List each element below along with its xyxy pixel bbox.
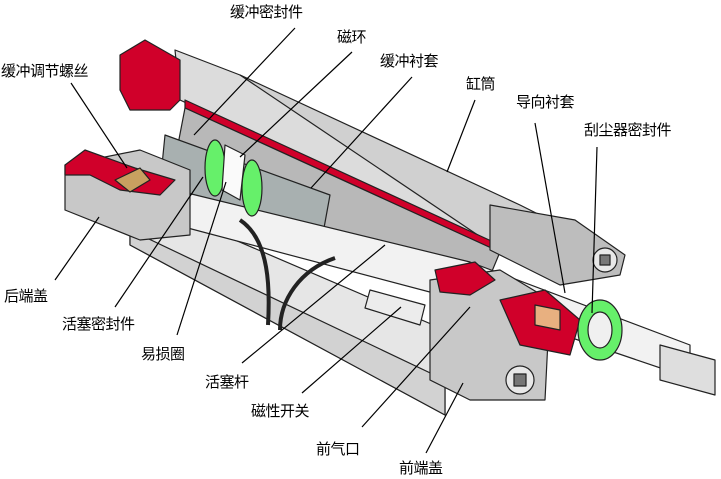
guide-bushing bbox=[534, 304, 561, 331]
leader-cushion-screw bbox=[70, 82, 128, 169]
rear-cap-upper bbox=[119, 39, 181, 111]
rod-thread bbox=[659, 344, 716, 396]
label-magnet-ring: 磁环 bbox=[337, 28, 367, 46]
leader-magnetic-switch bbox=[301, 306, 402, 394]
leader-magnet-ring bbox=[239, 51, 353, 158]
label-wiper-seal: 刮尘器密封件 bbox=[584, 121, 672, 139]
label-magnetic-switch: 磁性开关 bbox=[251, 402, 310, 420]
rod-end bbox=[587, 311, 613, 349]
label-front-end-cap: 前端盖 bbox=[399, 459, 443, 477]
leader-rear-cap bbox=[54, 216, 100, 281]
leader-cushion-bushing bbox=[310, 76, 413, 189]
label-front-port: 前气口 bbox=[316, 440, 360, 458]
wear-ring bbox=[221, 144, 246, 201]
magnet-ring bbox=[241, 159, 263, 217]
barrel-front-block bbox=[489, 204, 626, 286]
front-cap-section bbox=[434, 261, 496, 296]
cushion-screw bbox=[114, 167, 151, 193]
label-piston-rod: 活塞杆 bbox=[205, 373, 249, 391]
leader-lines bbox=[54, 27, 598, 454]
label-cylinder-barrel: 缸筒 bbox=[466, 75, 496, 93]
magnetic-switch bbox=[364, 289, 426, 326]
switch-cable bbox=[238, 218, 271, 326]
label-cushion-seal: 缓冲密封件 bbox=[230, 3, 303, 21]
leader-front-cap bbox=[425, 382, 464, 454]
label-cushion-bushing: 缓冲衬套 bbox=[380, 52, 439, 70]
switch-cable-2 bbox=[278, 256, 336, 331]
label-wear-ring: 易损圈 bbox=[141, 345, 185, 363]
leader-cushion-seal bbox=[193, 27, 296, 136]
label-rear-end-cap: 后端盖 bbox=[4, 287, 48, 305]
leader-piston-rod bbox=[241, 244, 386, 364]
label-guide-bushing: 导向衬套 bbox=[516, 93, 575, 111]
leader-guide-bushing bbox=[534, 122, 566, 294]
leader-front-port bbox=[361, 306, 471, 428]
label-piston-seal: 活塞密封件 bbox=[62, 315, 135, 333]
leader-wiper-seal bbox=[591, 146, 598, 314]
lower-body-shade bbox=[129, 229, 446, 416]
label-cushion-adjust-screw: 缓冲调节螺丝 bbox=[1, 62, 89, 80]
leader-piston-seal bbox=[114, 176, 204, 308]
leader-barrel bbox=[446, 99, 476, 173]
rear-cap-section bbox=[64, 149, 176, 196]
leader-wear-ring bbox=[176, 181, 227, 336]
